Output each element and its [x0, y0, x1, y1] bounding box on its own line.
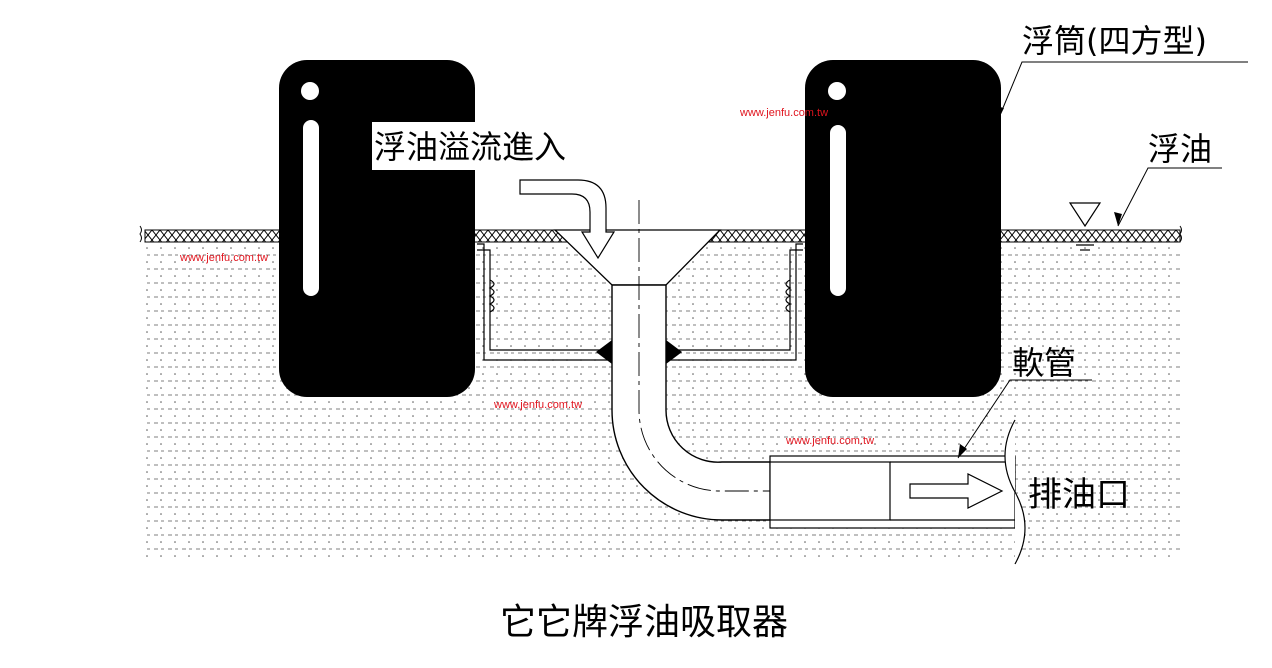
label-floating-oil: 浮油: [1148, 130, 1212, 168]
right-float: [805, 60, 1001, 397]
pipe: [611, 200, 891, 521]
water-level-icon: [1068, 202, 1102, 251]
label-hose: 軟管: [1012, 344, 1076, 382]
weld-marks: [596, 340, 682, 364]
watermark: www.jenfu.com.tw: [179, 252, 268, 264]
overflow-label-bg: [372, 122, 618, 170]
outflow-arrow-icon: [909, 473, 1004, 509]
left-bracket: [477, 243, 612, 361]
diagram-title: 它它牌浮油吸取器: [500, 602, 788, 643]
label-float-type: 浮筒(四方型): [1022, 22, 1207, 60]
right-bracket: [666, 243, 803, 361]
leader-lines: [957, 61, 1248, 459]
watermark: www.jenfu.com.tw: [785, 435, 874, 447]
watermark: www.jenfu.com.tw: [493, 399, 582, 411]
leader-arrowheads: [958, 106, 1122, 458]
label-outlet: 排油口: [1028, 475, 1130, 515]
inflow-arrow-icon: [519, 179, 616, 260]
watermark: www.jenfu.com.tw: [739, 107, 828, 119]
left-float: [279, 60, 475, 397]
label-overflow-in: 浮油溢流進入: [374, 128, 566, 166]
